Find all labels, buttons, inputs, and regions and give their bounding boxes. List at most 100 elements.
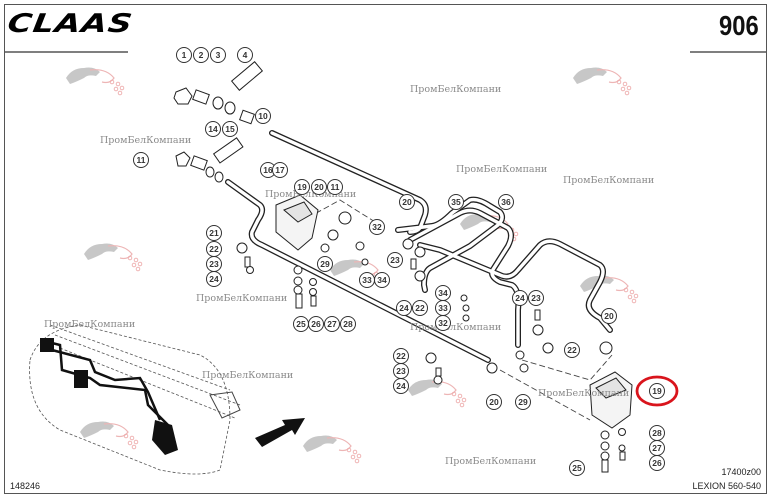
callout-part-11: 11 <box>327 179 343 195</box>
callout-part-11: 11 <box>133 152 149 168</box>
callout-number: 28 <box>652 428 662 438</box>
callout-part-32: 32 <box>369 219 385 235</box>
callout-number: 24 <box>396 381 406 391</box>
callout-part-23: 23 <box>387 252 403 268</box>
watermark-text: ПромБелКомпани <box>410 84 501 95</box>
callout-part-28: 28 <box>649 425 665 441</box>
callout-part-20: 20 <box>399 194 415 210</box>
callout-part-17: 17 <box>272 162 288 178</box>
callout-number: 23 <box>390 255 400 265</box>
callout-number: 26 <box>652 458 662 468</box>
callout-number: 27 <box>652 443 662 453</box>
leopard-watermark-icon <box>573 67 632 96</box>
callout-number: 22 <box>209 244 219 254</box>
fittings <box>173 61 633 473</box>
leopard-watermark-icon <box>66 67 125 96</box>
callout-part-24: 24 <box>396 300 412 316</box>
watermark-text: ПромБелКомпани <box>445 456 536 467</box>
callout-number: 22 <box>415 303 425 313</box>
callout-number: 16 <box>263 165 273 175</box>
watermark-text: ПромБелКомпани <box>410 322 501 333</box>
callout-part-4: 4 <box>237 47 253 63</box>
callout-number: 20 <box>314 182 324 192</box>
overview-inset <box>29 324 241 475</box>
callout-number: 10 <box>258 111 268 121</box>
callout-part-25: 25 <box>569 460 585 476</box>
claas-logo: CLAAS <box>5 8 136 39</box>
callout-part-20: 20 <box>311 179 327 195</box>
callout-number: 27 <box>327 319 337 329</box>
callout-number: 32 <box>438 318 448 328</box>
callout-number: 15 <box>225 124 235 134</box>
callout-part-28: 28 <box>340 316 356 332</box>
callout-number: 11 <box>137 155 146 165</box>
washer-3 <box>212 96 224 110</box>
callout-part-15: 15 <box>222 121 238 137</box>
callout-number: 19 <box>652 386 662 396</box>
callout-number: 22 <box>567 345 577 355</box>
callout-number: 24 <box>515 293 525 303</box>
callout-part-22: 22 <box>206 241 222 257</box>
watermark-text: ПромБелКомпани <box>538 388 629 399</box>
watermark-text: ПромБелКомпани <box>456 164 547 175</box>
watermark-texts: ПромБелКомпаниПромБелКомпаниПромБелКомпа… <box>44 84 654 467</box>
watermark-text: ПромБелКомпани <box>202 370 293 381</box>
callout-number: 3 <box>216 50 221 60</box>
callout-part-19: 19 <box>294 179 310 195</box>
page-number: 906 <box>719 10 759 41</box>
callout-part-34: 34 <box>435 285 451 301</box>
callout-part-14: 14 <box>205 121 221 137</box>
callout-part-32: 32 <box>435 315 451 331</box>
callout-part-36: 36 <box>498 194 514 210</box>
callout-number: 25 <box>572 463 582 473</box>
callout-number: 14 <box>208 124 218 134</box>
callout-number: 24 <box>209 274 219 284</box>
callout-number: 29 <box>320 259 330 269</box>
callout-part-23: 23 <box>528 290 544 306</box>
leopard-watermark-icon <box>80 421 139 450</box>
callout-number: 29 <box>518 397 528 407</box>
callout-number: 36 <box>501 197 511 207</box>
callout-part-34: 34 <box>374 272 390 288</box>
callout-number: 19 <box>297 182 307 192</box>
fitting-2 <box>192 89 210 105</box>
diagram-number: 148246 <box>10 481 41 491</box>
callout-part-1: 1 <box>176 47 192 63</box>
callout-number: 11 <box>331 182 340 192</box>
callout-number: 33 <box>362 275 372 285</box>
callout-part-33: 33 <box>435 300 451 316</box>
watermark-text: ПромБелКомпани <box>100 135 191 146</box>
pipe-21 <box>225 179 491 363</box>
callout-number: 1 <box>182 50 187 60</box>
callout-part-35: 35 <box>448 194 464 210</box>
callout-number: 22 <box>396 351 406 361</box>
callout-part-10: 10 <box>255 108 271 124</box>
callout-number: 23 <box>531 293 541 303</box>
fitting-1 <box>173 87 193 105</box>
callout-part-25: 25 <box>293 316 309 332</box>
callout-number: 33 <box>438 303 448 313</box>
callout-part-24: 24 <box>393 378 409 394</box>
diagram-frame <box>4 4 767 494</box>
watermark-layer <box>66 67 639 464</box>
callout-part-27: 27 <box>649 440 665 456</box>
callout-number: 20 <box>604 311 614 321</box>
callout-part-29: 29 <box>515 394 531 410</box>
highlight-ring-part-19 <box>635 375 679 407</box>
callout-part-26: 26 <box>308 316 324 332</box>
callout-number: 34 <box>438 288 448 298</box>
direction-arrow-icon <box>255 418 305 447</box>
valve-block-19 <box>275 194 319 251</box>
adapter-4 <box>230 61 264 91</box>
drawing-code: 17400z00 <box>721 467 761 477</box>
callout-part-26: 26 <box>649 455 665 471</box>
callout-number: 24 <box>399 303 409 313</box>
callout-part-20: 20 <box>486 394 502 410</box>
callout-part-23: 23 <box>393 363 409 379</box>
callout-part-3: 3 <box>210 47 226 63</box>
callout-number: 20 <box>402 197 412 207</box>
callout-number: 34 <box>377 275 387 285</box>
leopard-watermark-icon <box>84 243 143 272</box>
callout-part-22: 22 <box>564 342 580 358</box>
callout-part-33: 33 <box>359 272 375 288</box>
